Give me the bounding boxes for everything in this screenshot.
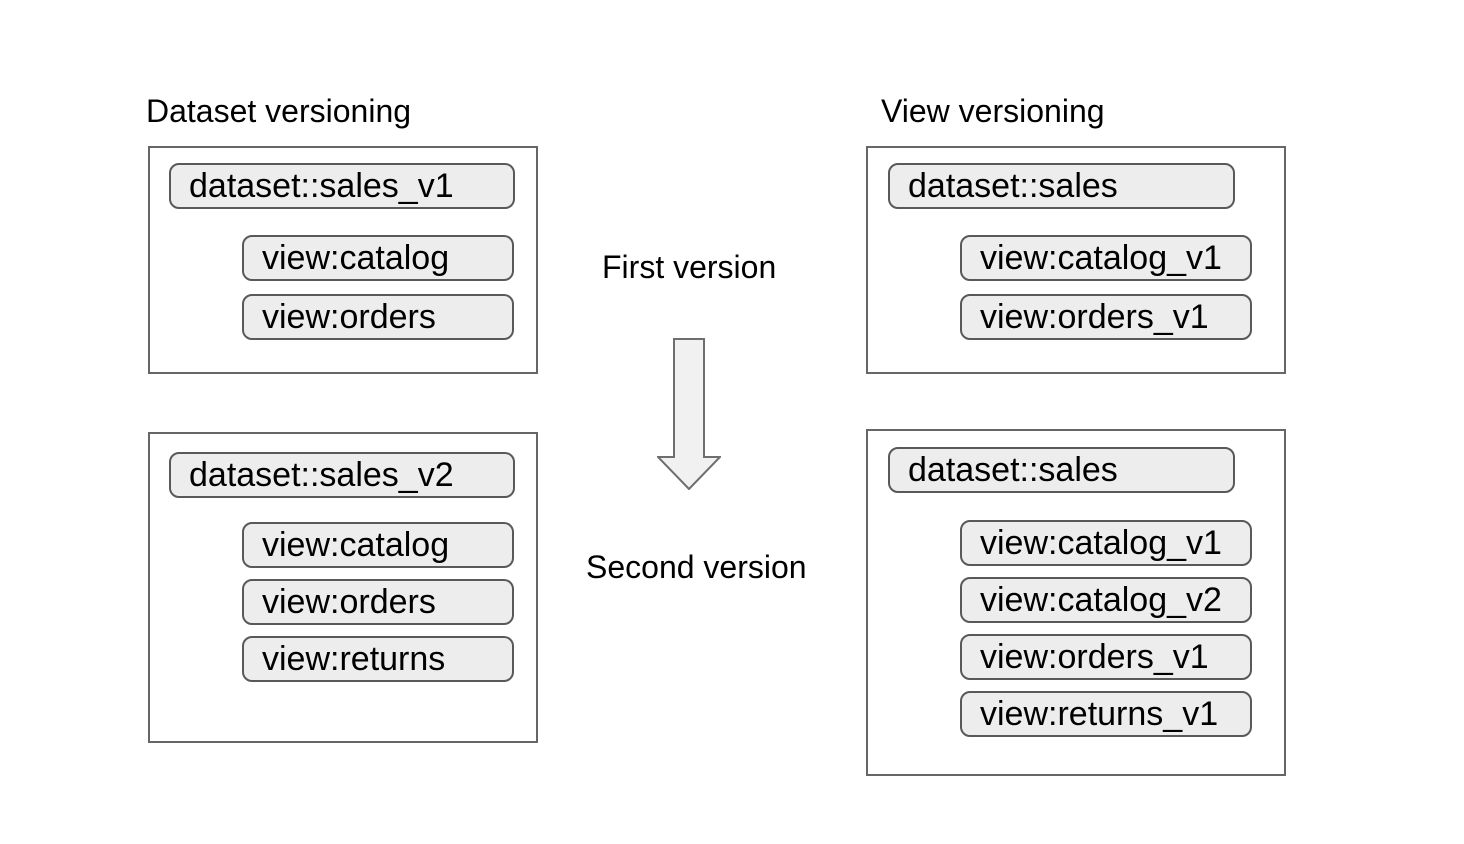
view-second-version-box: dataset::sales view:catalog_v1 view:cata… — [866, 429, 1286, 776]
view-first-version-box: dataset::sales view:catalog_v1 view:orde… — [866, 146, 1286, 374]
view-pill: view:catalog — [242, 235, 514, 281]
view-versioning-title: View versioning — [881, 93, 1105, 129]
dataset-pill: dataset::sales_v1 — [169, 163, 515, 209]
dataset-pill: dataset::sales_v2 — [169, 452, 515, 498]
view-pill: view:orders_v1 — [960, 294, 1252, 340]
view-pill: view:orders_v1 — [960, 634, 1252, 680]
dataset-versioning-title: Dataset versioning — [146, 93, 412, 129]
view-pill: view:catalog_v1 — [960, 520, 1252, 566]
second-version-label: Second version — [586, 549, 807, 585]
dataset-pill: dataset::sales — [888, 163, 1235, 209]
view-pill: view:catalog_v2 — [960, 577, 1252, 623]
view-pill: view:orders — [242, 294, 514, 340]
first-version-label: First version — [602, 249, 777, 285]
dataset-pill: dataset::sales — [888, 447, 1235, 493]
dataset-first-version-box: dataset::sales_v1 view:catalog view:orde… — [148, 146, 538, 374]
down-arrow-icon — [655, 338, 723, 491]
view-pill: view:orders — [242, 579, 514, 625]
view-pill: view:catalog_v1 — [960, 235, 1252, 281]
view-pill: view:catalog — [242, 522, 514, 568]
view-pill: view:returns_v1 — [960, 691, 1252, 737]
dataset-second-version-box: dataset::sales_v2 view:catalog view:orde… — [148, 432, 538, 743]
view-pill: view:returns — [242, 636, 514, 682]
